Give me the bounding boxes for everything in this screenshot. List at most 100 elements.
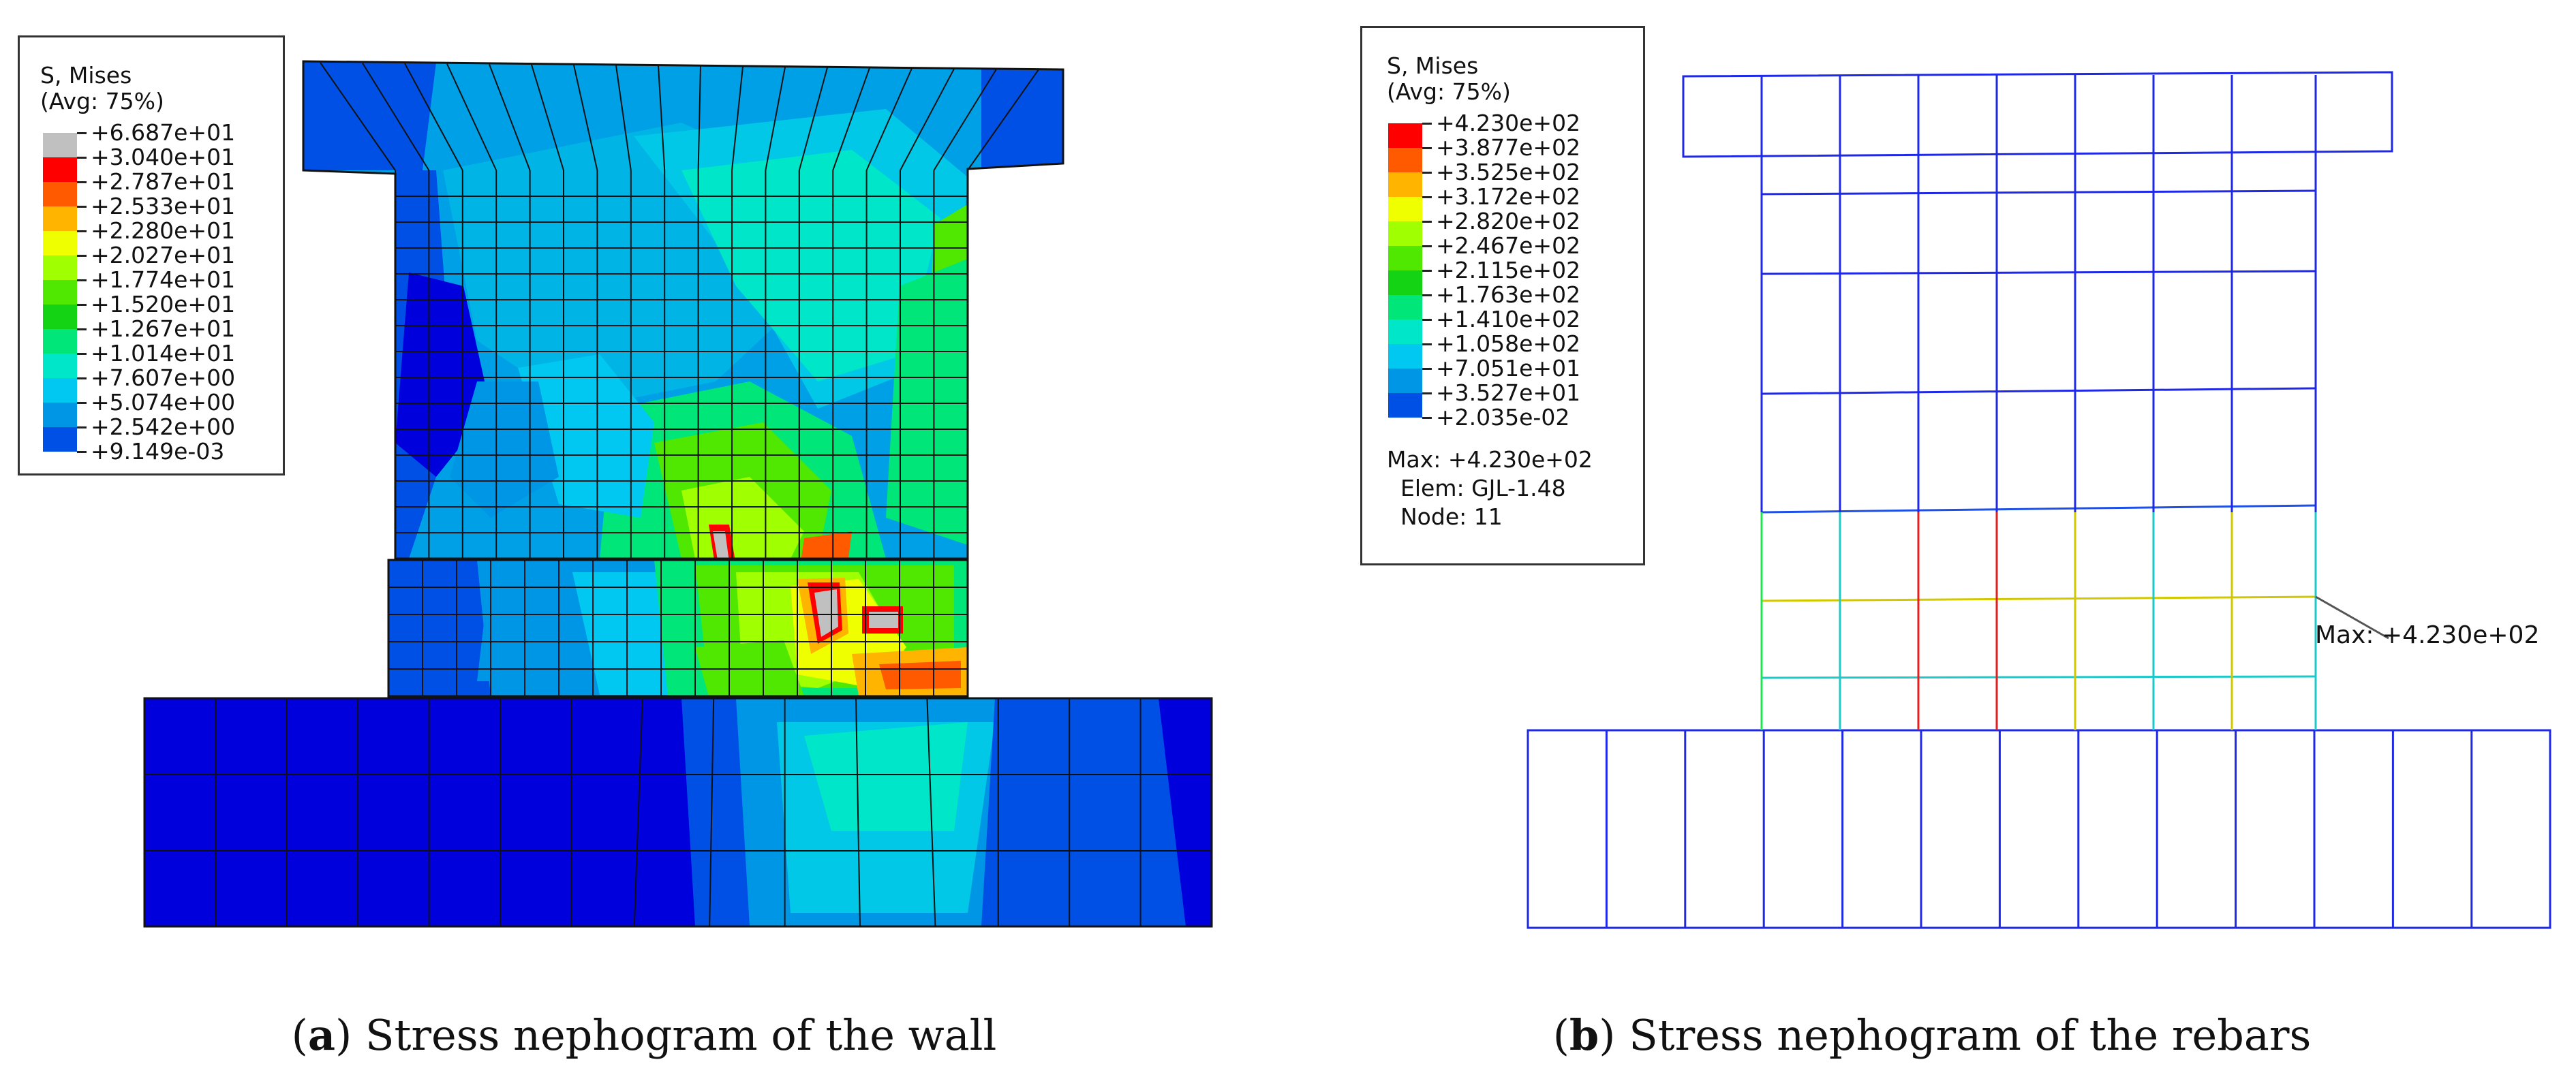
legend-level-label: +2.467e+02: [1436, 232, 1581, 259]
legend-tick: [1422, 270, 1432, 272]
legend-level-label: +2.820e+02: [1436, 208, 1581, 234]
legend-swatch: [43, 157, 77, 182]
legend-tick: [77, 328, 87, 330]
legend-swatch: [43, 403, 77, 427]
wall-mesh: [144, 62, 1212, 927]
legend-swatch: [43, 231, 77, 255]
panel-rebar-stress: S, Mises (Avg: 75%) +4.230e+02+3.877e+02…: [1288, 0, 2576, 1092]
legend-swatch: [1388, 393, 1422, 418]
legend-swatch: [1388, 295, 1422, 319]
legend-subtitle: (Avg: 75%): [1387, 78, 1511, 105]
legend-swatch: [1388, 369, 1422, 393]
legend-swatch: [1388, 221, 1422, 246]
legend-swatch: [1388, 172, 1422, 197]
legend-tick: [1422, 343, 1432, 345]
legend-swatch: [43, 305, 77, 329]
legend-level-label: +3.525e+02: [1436, 159, 1581, 185]
legend-tick: [1422, 245, 1432, 247]
legend-tick: [77, 206, 87, 208]
legend-level-label: +2.533e+01: [91, 193, 236, 219]
legend-level-label: +2.035e-02: [1436, 404, 1570, 431]
rebar-cage: [1527, 71, 2551, 929]
legend-swatch: [43, 182, 77, 206]
legend-max: Max: +4.230e+02: [1387, 446, 1593, 473]
legend-tick: [1422, 147, 1432, 149]
legend-tick: [77, 230, 87, 232]
legend-swatch: [1388, 270, 1422, 295]
legend-level-label: +5.074e+00: [91, 389, 236, 416]
max-leader-line: [2315, 595, 2389, 640]
legend-tick: [1422, 294, 1432, 296]
legend-level-label: +2.027e+01: [91, 242, 236, 268]
legend-tick: [1422, 221, 1432, 223]
legend-tick: [77, 451, 87, 453]
legend-level-label: +3.172e+02: [1436, 183, 1581, 210]
wall-upper-contours: [303, 61, 1063, 559]
legend-level-label: +2.787e+01: [91, 168, 236, 195]
legend-elem: Elem: GJL-1.48: [1400, 475, 1566, 501]
legend-swatch: [43, 280, 77, 305]
legend-tick: [1422, 392, 1432, 394]
legend-tick: [1422, 123, 1432, 125]
legend-swatch: [43, 255, 77, 280]
legend-subtitle: (Avg: 75%): [40, 88, 164, 114]
legend-tick: [77, 304, 87, 306]
legend-swatch: [1388, 246, 1422, 270]
legend-swatch: [1388, 123, 1422, 148]
legend-swatch: [1388, 197, 1422, 221]
legend-swatch: [1388, 344, 1422, 369]
panel-wall-stress: S, Mises (Avg: 75%) +6.687e+01+3.040e+01…: [18, 35, 1213, 1060]
legend-tick: [1422, 172, 1432, 174]
legend-tick: [77, 377, 87, 379]
legend-tick: [1422, 196, 1432, 198]
legend-title: S, Mises: [40, 62, 132, 89]
legend-level-label: +1.520e+01: [91, 291, 236, 317]
legend-swatch: [43, 206, 77, 231]
wall-base-contours: [144, 698, 1212, 926]
legend-level-label: +7.051e+01: [1436, 355, 1581, 381]
legend-swatch: [43, 329, 77, 354]
legend-level-label: +1.014e+01: [91, 340, 236, 366]
legend-swatch: [1388, 148, 1422, 172]
legend-level-label: +9.149e-03: [91, 438, 225, 465]
legend-title: S, Mises: [1387, 52, 1479, 79]
legend-tick: [77, 353, 87, 355]
stress-legend-wall: S, Mises (Avg: 75%) +6.687e+01+3.040e+01…: [18, 35, 285, 475]
legend-tick: [1422, 417, 1432, 419]
legend-level-label: +1.267e+01: [91, 315, 236, 342]
rebar-contour-plot: [1527, 71, 2551, 929]
legend-level-label: +7.607e+00: [91, 364, 236, 391]
legend-level-label: +1.763e+02: [1436, 281, 1581, 308]
legend-tick: [77, 255, 87, 257]
wall-middle-contours: [388, 560, 968, 696]
legend-level-label: +1.058e+02: [1436, 330, 1581, 357]
legend-level-label: +6.687e+01: [91, 119, 236, 146]
legend-level-label: +3.527e+01: [1436, 379, 1581, 406]
legend-tick: [1422, 319, 1432, 321]
legend-level-label: +2.542e+00: [91, 414, 236, 440]
max-annotation: Max: +4.230e+02: [2315, 621, 2540, 649]
legend-tick: [77, 279, 87, 281]
legend-swatch: [43, 378, 77, 403]
wall-outline: [143, 60, 1213, 928]
legend-level-label: +2.280e+01: [91, 217, 236, 244]
legend-tick: [77, 132, 87, 134]
legend-level-label: +3.040e+01: [91, 144, 236, 170]
legend-swatch: [43, 427, 77, 452]
caption-rebar: (b) Stress nephogram of the rebars: [1552, 1010, 2312, 1060]
wall-contour-plot: [143, 60, 1213, 928]
legend-level-label: +1.410e+02: [1436, 306, 1581, 332]
caption-wall: (a) Stress nephogram of the wall: [291, 1010, 997, 1060]
stress-legend-rebar: S, Mises (Avg: 75%) +4.230e+02+3.877e+02…: [1360, 26, 1645, 565]
legend-tick: [77, 426, 87, 428]
legend-swatch: [1388, 319, 1422, 344]
legend-tick: [1422, 368, 1432, 370]
legend-node: Node: 11: [1400, 503, 1503, 530]
legend-level-label: +2.115e+02: [1436, 257, 1581, 283]
legend-level-label: +1.774e+01: [91, 266, 236, 293]
legend-level-label: +3.877e+02: [1436, 134, 1581, 161]
legend-swatch: [43, 354, 77, 378]
legend-swatch: [43, 133, 77, 157]
legend-tick: [77, 402, 87, 404]
legend-tick: [77, 157, 87, 159]
